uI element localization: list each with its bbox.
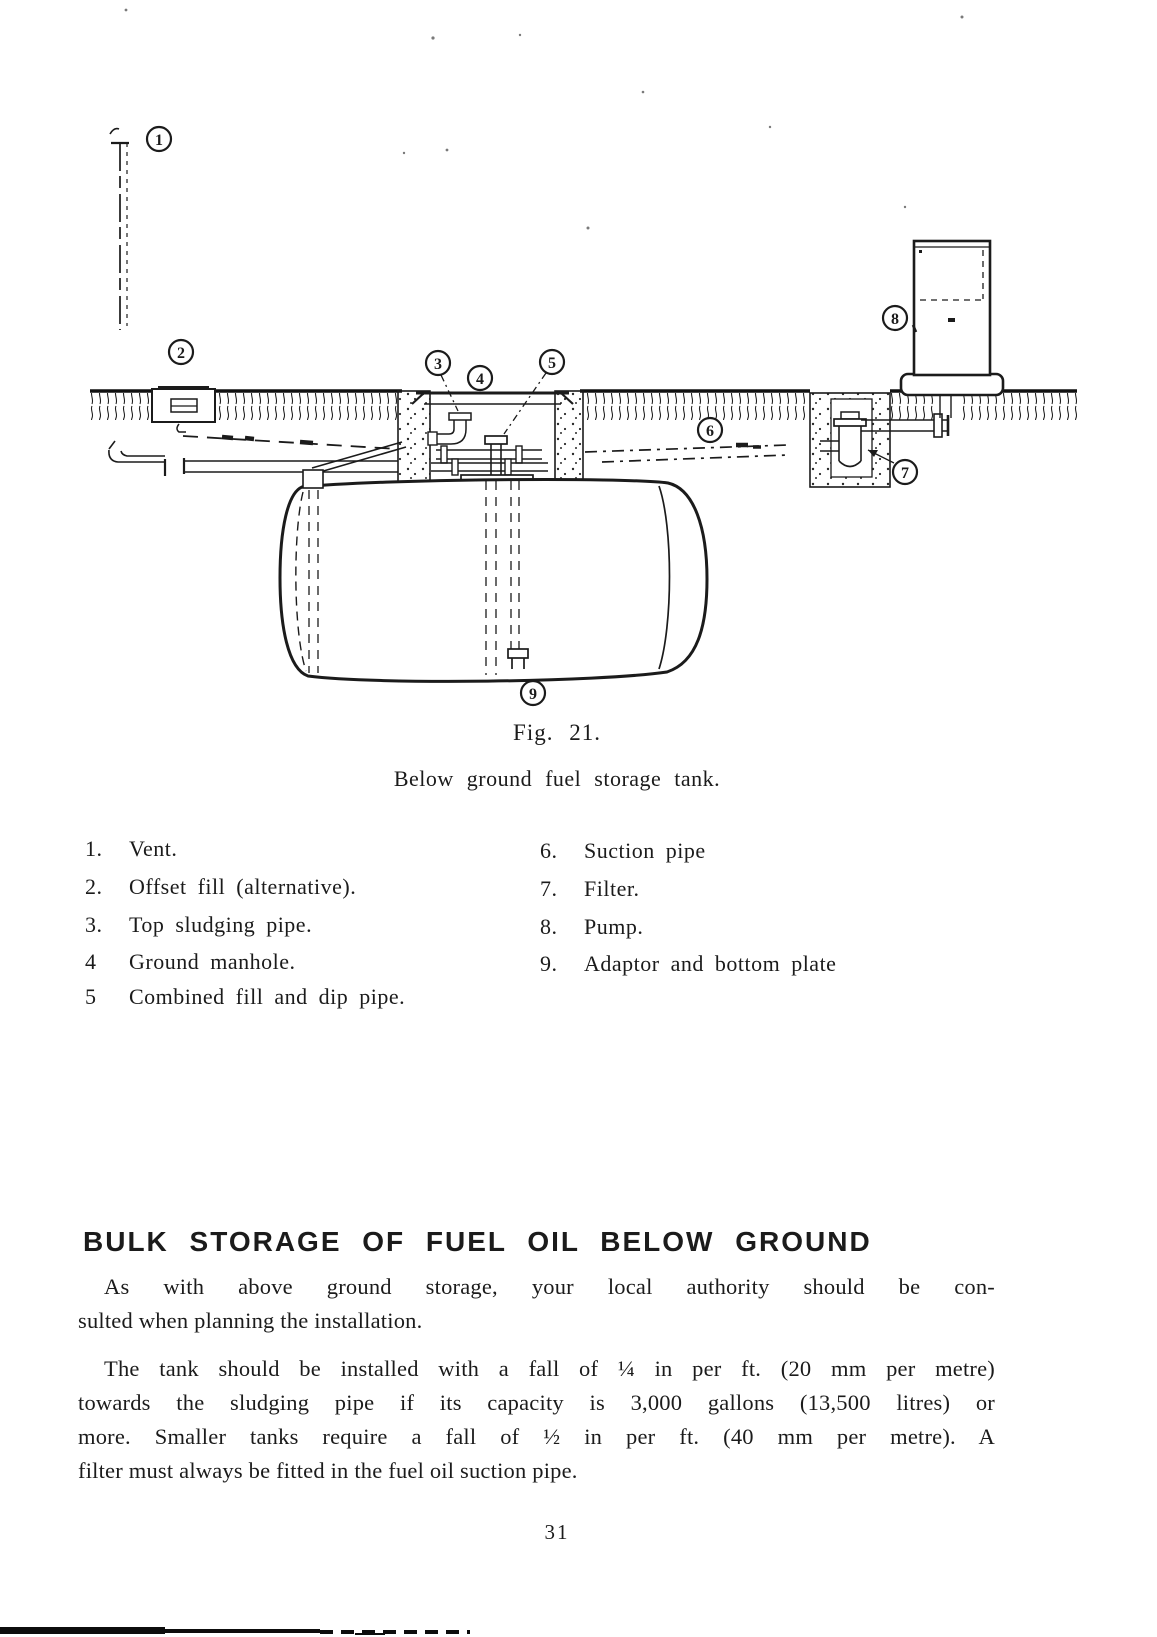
callout-4: 4 xyxy=(466,364,494,392)
legend-item-1: 1. Vent. xyxy=(85,836,177,862)
legend-number: 7. xyxy=(540,876,558,901)
figure-subtitle: Below ground fuel storage tank. xyxy=(393,766,721,791)
legend-item-9: 9. Adaptor and bottom plate xyxy=(540,951,836,977)
svg-text:6: 6 xyxy=(706,423,714,440)
legend-number: 5 xyxy=(85,984,97,1009)
paragraph-line: filter must always be fitted in the fuel… xyxy=(78,1458,578,1483)
legend-number: 3. xyxy=(85,912,103,937)
legend-label: Vent. xyxy=(129,836,178,861)
legend-label: Combined fill and dip pipe. xyxy=(129,984,406,1009)
paragraph-line: The tank should be installed with a fall… xyxy=(104,1356,995,1381)
svg-text:1: 1 xyxy=(155,132,163,149)
svg-text:4: 4 xyxy=(476,371,484,388)
legend-item-5: 5 Combined fill and dip pipe. xyxy=(85,984,405,1010)
legend-label: Filter. xyxy=(584,876,640,901)
offset-fill xyxy=(151,386,216,433)
callout-2: 2 xyxy=(167,338,195,366)
storage-tank xyxy=(278,469,709,683)
svg-text:2: 2 xyxy=(177,345,185,362)
legend-item-4: 4 Ground manhole. xyxy=(85,949,295,975)
legend-number: 6. xyxy=(540,838,558,863)
callout-5: 5 xyxy=(538,348,566,376)
legend-item-8: 8. Pump. xyxy=(540,914,643,940)
suction-pipe xyxy=(584,442,789,463)
paragraph-line: more. Smaller tanks require a fall of ½ … xyxy=(78,1424,995,1449)
callout-3: 3 xyxy=(424,349,452,377)
legend-item-3: 3. Top sludging pipe. xyxy=(85,912,312,938)
filter-pit xyxy=(809,392,952,488)
paragraph-line: towards the sludging pipe if its capacit… xyxy=(78,1390,995,1415)
legend-number: 1. xyxy=(85,836,103,861)
figure-caption: Fig. 21. xyxy=(513,720,601,745)
callout-7: 7 xyxy=(891,458,919,486)
figure-diagram: 1 2 3 4 5 6 7 xyxy=(90,8,1077,707)
legend-item-2: 2. Offset fill (alternative). xyxy=(85,874,356,900)
legend-item-7: 7. Filter. xyxy=(540,876,639,902)
section-heading: BULK STORAGE OF FUEL OIL BELOW GROUND xyxy=(83,1226,872,1257)
pump xyxy=(899,239,1005,397)
ground-line xyxy=(90,389,1077,420)
legend-label: Pump. xyxy=(584,914,644,939)
legend-label: Ground manhole. xyxy=(129,949,296,974)
paragraph-line: sulted when planning the installation. xyxy=(78,1308,423,1333)
legend-item-6: 6. Suction pipe xyxy=(540,838,706,864)
scan-specks xyxy=(124,8,964,230)
svg-text:5: 5 xyxy=(548,355,556,372)
fill-and-vent-pipes xyxy=(108,434,407,476)
callout-6: 6 xyxy=(696,416,724,444)
legend-label: Offset fill (alternative). xyxy=(129,874,357,899)
legend-label: Top sludging pipe. xyxy=(129,912,313,937)
callout-1: 1 xyxy=(145,125,173,153)
svg-text:7: 7 xyxy=(901,465,909,482)
legend-number: 2. xyxy=(85,874,103,899)
callouts: 1 2 3 4 5 6 7 xyxy=(145,125,919,707)
ground-manhole xyxy=(397,390,584,488)
svg-text:9: 9 xyxy=(529,686,537,703)
vent-pipe xyxy=(109,127,129,330)
callout-9: 9 xyxy=(519,679,547,707)
legend-number: 8. xyxy=(540,914,558,939)
legend-label: Adaptor and bottom plate xyxy=(584,951,837,976)
svg-text:8: 8 xyxy=(891,311,899,328)
page-number: 31 xyxy=(544,1520,570,1544)
legend-number: 4 xyxy=(85,949,97,974)
svg-text:3: 3 xyxy=(434,356,442,373)
legend-label: Suction pipe xyxy=(584,838,706,863)
callout-8: 8 xyxy=(881,304,909,332)
callout-leaders xyxy=(440,372,895,464)
legend-number: 9. xyxy=(540,951,558,976)
paragraph-line: As with above ground storage, your local… xyxy=(104,1274,995,1299)
